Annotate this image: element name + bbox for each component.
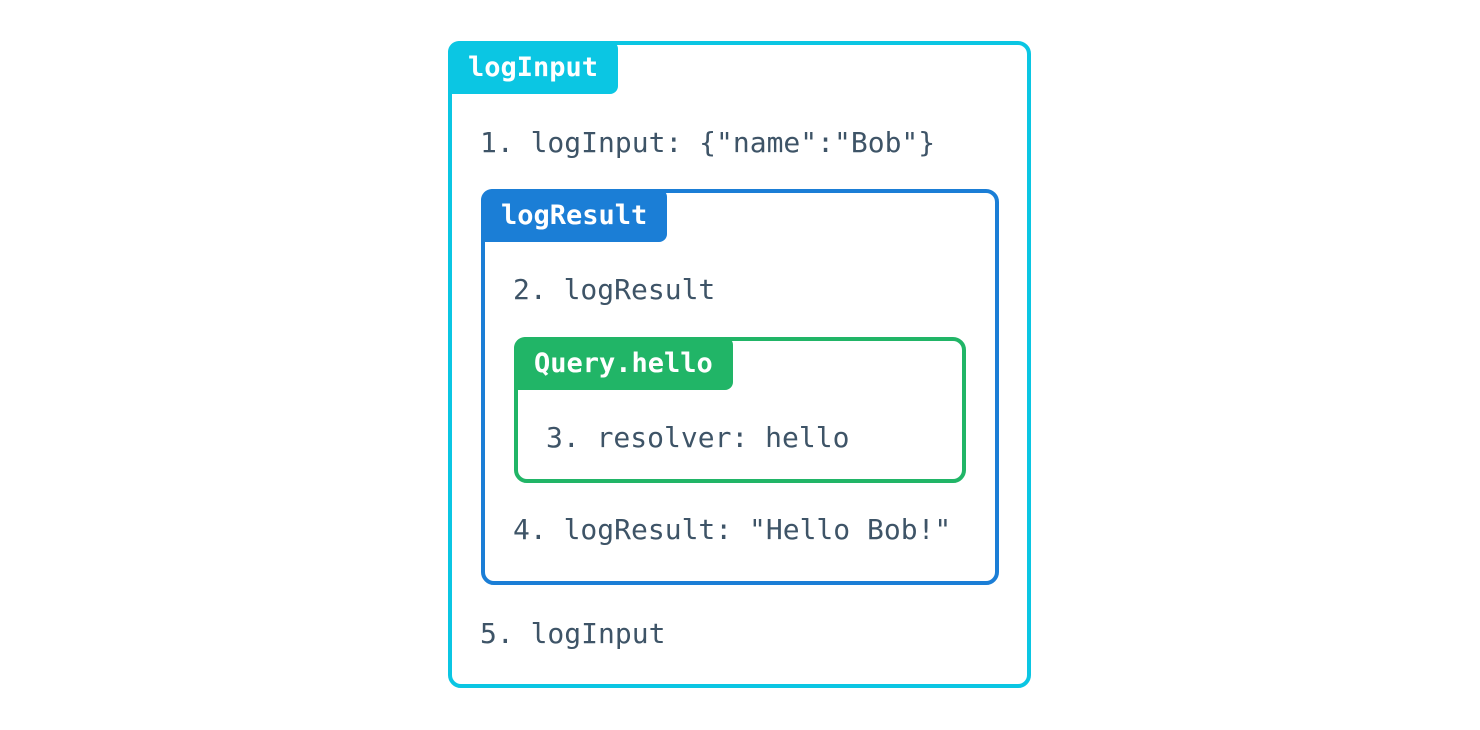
resolver-box-query-hello: Query.hello 3. resolver: hello [514,337,966,483]
middleware-label-logresult: logResult [481,189,668,242]
step-3-resolver: 3. resolver: hello [546,421,850,454]
middleware-box-logresult: logResult 2. logResult Query.hello 3. re… [481,189,999,585]
step-2-logresult-enter: 2. logResult [513,273,716,306]
step-5-loginput-exit: 5. logInput [480,617,666,650]
middleware-label-loginput: logInput [448,41,619,94]
step-4-logresult-exit: 4. logResult: "Hello Bob!" [513,513,952,546]
middleware-box-loginput: logInput 1. logInput: {"name":"Bob"} log… [448,41,1031,688]
step-1-loginput-enter: 1. logInput: {"name":"Bob"} [480,126,936,159]
resolver-label-query-hello: Query.hello [514,337,733,390]
